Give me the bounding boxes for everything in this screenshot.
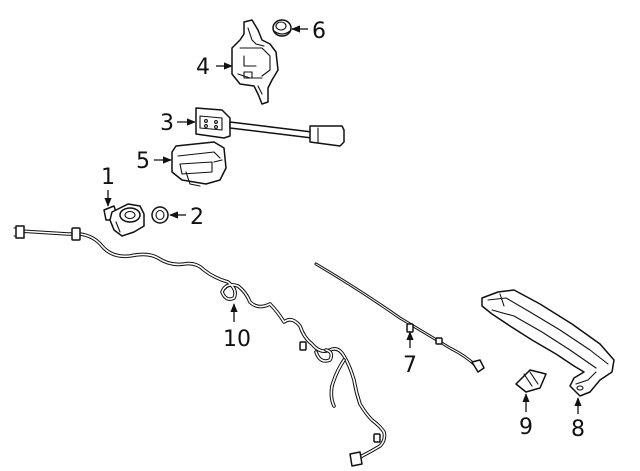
harness-part-10 [13, 225, 387, 467]
callout-9: 9 [519, 415, 533, 440]
callout-4: 4 [196, 55, 210, 80]
housing-part-5 [171, 141, 227, 187]
ring-part-2 [151, 206, 169, 224]
clip-part-9 [515, 369, 547, 393]
connector-part-3 [195, 107, 345, 147]
sensor-part-1 [103, 203, 145, 237]
callout-leaders [104, 25, 582, 414]
callout-1: 1 [101, 165, 115, 190]
callout-5: 5 [136, 149, 150, 174]
grommet-part-6 [272, 19, 292, 37]
cable-part-7 [314, 262, 485, 373]
callout-8: 8 [571, 417, 585, 442]
callout-6: 6 [312, 19, 326, 44]
rail-part-8 [481, 289, 615, 397]
bracket-part-4 [231, 19, 279, 105]
callout-3: 3 [160, 111, 174, 136]
callout-7: 7 [403, 353, 417, 378]
callout-10: 10 [223, 327, 251, 352]
callout-2: 2 [190, 205, 204, 230]
